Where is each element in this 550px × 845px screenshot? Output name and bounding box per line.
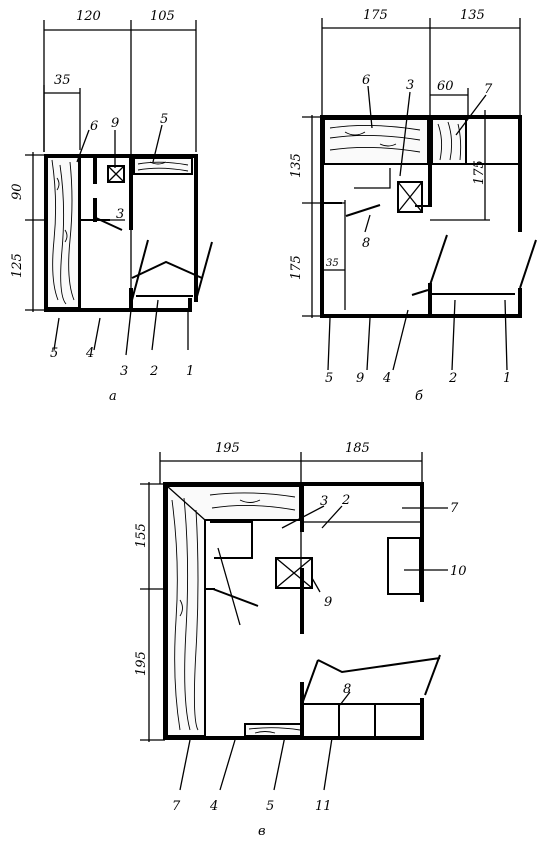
plan-a-dim-105: 105	[150, 9, 175, 24]
plan-v: 195 185 155 195 3 2	[134, 441, 467, 839]
plan-a-stove-9	[107, 165, 125, 183]
plan-b-label-4: 4	[382, 371, 391, 386]
plan-v-label-9: 9	[324, 595, 332, 610]
plan-v-label-7b: 7	[172, 799, 181, 814]
plan-b-dim-175-inner: 175	[472, 160, 487, 185]
plan-a-dim-35: 35	[54, 73, 71, 88]
plan-v-dim-185: 185	[345, 441, 370, 456]
plan-b-label-1: 1	[503, 371, 511, 386]
plan-b-caption: б	[415, 389, 423, 404]
plan-a-label-3-bottom: 3	[120, 364, 128, 379]
plan-b: 175 135 60 135 175 175 35 6 3	[289, 8, 537, 404]
plan-v-box-3	[210, 521, 253, 559]
plan-v-label-2: 2	[341, 493, 350, 508]
plan-b-dim-60: 60	[437, 79, 454, 94]
plan-a-dim-90: 90	[10, 183, 25, 200]
plan-v-dim-195: 195	[215, 441, 240, 456]
plan-a-label-6: 6	[90, 119, 98, 134]
plan-b-label-8: 8	[362, 236, 370, 251]
plan-a-label-1: 1	[186, 364, 194, 379]
plan-b-label-7: 7	[484, 82, 493, 97]
plan-b-dim-175-vert: 175	[289, 255, 304, 280]
plan-b-label-9: 9	[356, 371, 364, 386]
plan-v-shelf-5	[244, 723, 304, 737]
plan-b-dim-35: 35	[326, 258, 339, 269]
plan-v-caption: в	[258, 824, 266, 839]
plan-a-label-9: 9	[111, 116, 119, 131]
plan-v-label-10: 10	[450, 564, 467, 579]
plan-a-label-3: 3	[116, 207, 124, 222]
plan-v-stove-9	[275, 557, 313, 589]
plan-b-label-2: 2	[448, 371, 457, 386]
plan-a-label-5b: 5	[50, 346, 58, 361]
plan-v-label-3: 3	[320, 494, 328, 509]
plan-v-dim-155: 155	[134, 523, 149, 548]
plan-a-label-2: 2	[149, 364, 158, 379]
plan-v-label-7: 7	[450, 501, 459, 516]
plan-b-label-6: 6	[362, 73, 370, 88]
plan-a-bench-6	[45, 155, 80, 309]
plan-a-label-5: 5	[160, 112, 168, 127]
plan-a-caption: а	[109, 389, 117, 404]
plan-v-box-10	[387, 537, 421, 595]
plan-v-label-5: 5	[266, 799, 274, 814]
plan-v-label-11: 11	[315, 799, 332, 814]
plan-v-dim-195-vert: 195	[134, 651, 149, 676]
plan-b-dimension-lines	[302, 18, 521, 318]
plan-v-label-8: 8	[343, 682, 351, 697]
plan-b-dim-135: 135	[460, 8, 485, 23]
plan-a-shelf-5	[133, 157, 193, 175]
plan-a-label-4: 4	[85, 346, 94, 361]
plan-v-label-4: 4	[209, 799, 218, 814]
plan-b-stove-9	[397, 181, 423, 213]
plan-b-label-3: 3	[406, 78, 414, 93]
plan-a-dim-125: 125	[10, 253, 25, 278]
plan-b-dim-135-vert: 135	[289, 153, 304, 178]
plan-a-dim-120: 120	[76, 9, 101, 24]
plan-b-label-5: 5	[325, 371, 333, 386]
plan-a: 120 105 35 90 125 6 9 5 3 5 4	[10, 9, 213, 404]
plan-b-dim-175: 175	[363, 8, 388, 23]
